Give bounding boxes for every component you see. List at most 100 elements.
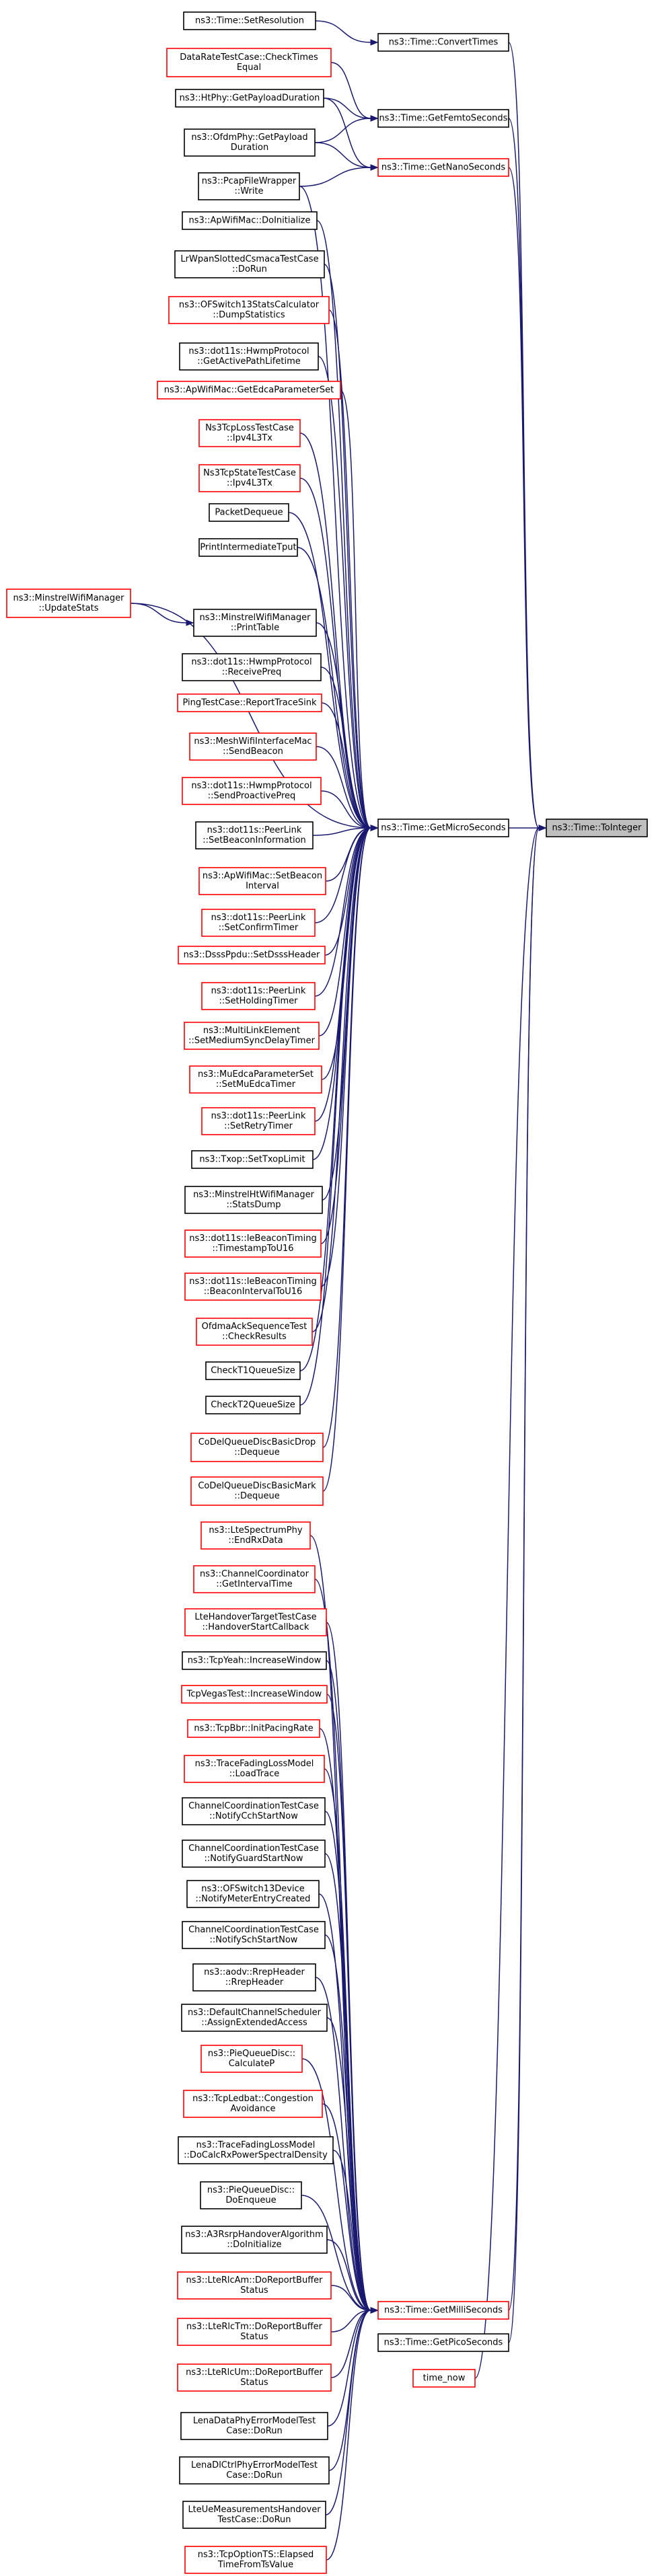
edge-line xyxy=(326,2310,371,2561)
edge-tcpoptiontselapsed-to-getmilliseconds xyxy=(326,2307,379,2561)
node-a3rsrpdoinit[interactable]: ns3::A3RsrpHandoverAlgorithm::DoInitiali… xyxy=(181,2226,328,2254)
node-peerlinksetconfirmtimer[interactable]: ns3::dot11s::PeerLink::SetConfirmTimer xyxy=(201,909,316,937)
node-label: ns3::LteRlcUm::DoReportBuffer xyxy=(186,2367,323,2378)
edge-dataratecheck-to-getfemtoseconds xyxy=(330,62,379,122)
node-label: CoDelQueueDiscBasicMark xyxy=(198,1481,316,1491)
node-codelbasicdrop[interactable]: CoDelQueueDiscBasicDrop::Dequeue xyxy=(190,1433,324,1462)
node-hwmpactivepath[interactable]: ns3::dot11s::HwmpProtocol::GetActivePath… xyxy=(179,342,319,371)
node-peerlinksetholdingtimer[interactable]: ns3::dot11s::PeerLink::SetHoldingTimer xyxy=(201,982,316,1010)
node-getfemtoseconds[interactable]: ns3::Time::GetFemtoSeconds xyxy=(377,109,509,128)
node-time-now[interactable]: time_now xyxy=(412,2369,476,2388)
node-converttimes[interactable]: ns3::Time::ConvertTimes xyxy=(377,33,509,52)
node-apwifiedca[interactable]: ns3::ApWifiMac::GetEdcaParameterSet xyxy=(157,381,341,400)
node-label: ns3::Txop::SetTxopLimit xyxy=(199,1155,305,1165)
node-ns3tcpstate[interactable]: Ns3TcpStateTestCase::Ipv4L3Tx xyxy=(198,464,301,492)
node-htphypayload[interactable]: ns3::HtPhy::GetPayloadDuration xyxy=(175,89,324,108)
node-packetdequeue[interactable]: PacketDequeue xyxy=(209,503,289,522)
node-tracefadingloadtrace[interactable]: ns3::TraceFadingLossModel::LoadTrace xyxy=(184,1755,325,1783)
node-minstrelupdatestats[interactable]: ns3::MinstrelWifiManager::UpdateStats xyxy=(6,589,131,618)
node-txopsettxoplimit[interactable]: ns3::Txop::SetTxopLimit xyxy=(191,1150,314,1169)
node-label: Status xyxy=(240,2332,268,2342)
node-muedcasettimer[interactable]: ns3::MuEdcaParameterSet::SetMuEdcaTimer xyxy=(189,1065,322,1094)
node-checkt2queuesize[interactable]: CheckT2QueueSize xyxy=(205,1396,301,1414)
node-peerlinksetbeaconinfo[interactable]: ns3::dot11s::PeerLink::SetBeaconInformat… xyxy=(195,821,314,849)
node-box xyxy=(198,172,300,200)
node-minstrelprinttable[interactable]: ns3::MinstrelWifiManager::PrintTable xyxy=(193,609,317,637)
node-iebeacontimestamp[interactable]: ns3::dot11s::IeBeaconTiming::TimestampTo… xyxy=(184,1229,322,1258)
node-box xyxy=(377,819,509,837)
node-minstrelhtstatsdump[interactable]: ns3::MinstrelHtWifiManager::StatsDump xyxy=(184,1186,323,1214)
node-box xyxy=(181,2226,328,2254)
node-tointeger[interactable]: ns3::Time::ToInteger xyxy=(546,819,648,837)
node-peerlinksetretrytimer[interactable]: ns3::dot11s::PeerLink::SetRetryTimer xyxy=(201,1107,316,1135)
node-ofdmaackcheck[interactable]: OfdmaAckSequenceTest::CheckResults xyxy=(196,1318,313,1346)
node-ltehandovertarget[interactable]: LteHandoverTargetTestCase::HandoverStart… xyxy=(184,1608,327,1636)
node-label: ns3::ChannelCoordinator xyxy=(200,1569,309,1579)
node-box xyxy=(184,1608,327,1636)
node-box xyxy=(182,2501,326,2529)
node-pingreporttracesink[interactable]: PingTestCase::ReportTraceSink xyxy=(177,693,322,712)
node-hwmpsendproactivepreq[interactable]: ns3::dot11s::HwmpProtocol::SendProactive… xyxy=(182,777,322,805)
node-hwmpreceivepreq[interactable]: ns3::dot11s::HwmpProtocol::ReceivePreq xyxy=(182,653,322,681)
node-chancoordsch[interactable]: ChannelCoordinationTestCase::NotifySchSt… xyxy=(182,1921,326,1949)
node-chancoordguard[interactable]: ChannelCoordinationTestCase::NotifyGuard… xyxy=(182,1840,326,1868)
node-codelbasicmark[interactable]: CoDelQueueDiscBasicMark::Dequeue xyxy=(190,1476,324,1506)
node-box xyxy=(187,1719,320,1738)
node-getpicoseconds[interactable]: ns3::Time::GetPicoSeconds xyxy=(377,2333,509,2352)
node-channelcoordgetinterval[interactable]: ns3::ChannelCoordinator::GetIntervalTime xyxy=(193,1565,316,1593)
node-tcpyeahincrease[interactable]: ns3::TcpYeah::IncreaseWindow xyxy=(182,1651,327,1670)
node-getmicroseconds[interactable]: ns3::Time::GetMicroSeconds xyxy=(377,819,509,837)
node-chancoordcch[interactable]: ChannelCoordinationTestCase::NotifyCchSt… xyxy=(182,1797,326,1825)
node-checkt1queuesize[interactable]: CheckT1QueueSize xyxy=(205,1361,301,1380)
node-label: ::SetHoldingTimer xyxy=(219,996,299,1006)
node-label: Duration xyxy=(231,143,268,153)
node-ns3tcploss[interactable]: Ns3TcpLossTestCase::Ipv4L3Tx xyxy=(198,419,301,447)
node-printintermediatetput[interactable]: PrintIntermediateTput xyxy=(198,538,298,557)
edge-pingreporttracesink-to-getmicroseconds xyxy=(321,702,379,831)
edge-time-now-to-tointeger xyxy=(474,825,547,2379)
node-getmilliseconds[interactable]: ns3::Time::GetMilliSeconds xyxy=(377,2301,509,2320)
node-apwifidoinit[interactable]: ns3::ApWifiMac::DoInitialize xyxy=(182,211,318,230)
node-ltespectrumendrx[interactable]: ns3::LteSpectrumPhy::EndRxData xyxy=(200,1521,311,1550)
node-label: ::AssignExtendedAccess xyxy=(201,2018,307,2028)
node-defaultchannelscheduler[interactable]: ns3::DefaultChannelScheduler::AssignExte… xyxy=(181,2004,328,2032)
node-box xyxy=(200,1521,311,1550)
node-label: ns3::aodv::RrepHeader xyxy=(204,1967,305,1977)
node-label: ns3::MinstrelWifiManager xyxy=(13,593,124,603)
node-box xyxy=(184,1755,325,1783)
node-label: ::SetBeaconInformation xyxy=(203,835,306,845)
edge-line xyxy=(327,2310,371,2427)
node-tcpbbrinitpacing[interactable]: ns3::TcpBbr::InitPacingRate xyxy=(187,1719,320,1738)
node-getnanoseconds[interactable]: ns3::Time::GetNanoSeconds xyxy=(377,158,509,177)
node-pcapwrite[interactable]: ns3::PcapFileWrapper::Write xyxy=(198,172,300,200)
node-label: time_now xyxy=(423,2374,466,2384)
node-piedoenqueue[interactable]: ns3::PieQueueDisc::DoEnqueue xyxy=(200,2181,302,2209)
node-meshsendbeacon[interactable]: ns3::MeshWifiInterfaceMac::SendBeacon xyxy=(189,732,317,761)
node-tracefadingdocalc[interactable]: ns3::TraceFadingLossModel::DoCalcRxPower… xyxy=(178,2136,334,2164)
node-tcpvegasincrease[interactable]: TcpVegasTest::IncreaseWindow xyxy=(181,1685,328,1704)
edge-line xyxy=(474,827,540,2379)
node-multilinksetmediumsync[interactable]: ns3::MultiLinkElement::SetMediumSyncDela… xyxy=(184,1022,320,1050)
node-ofswitch13stats[interactable]: ns3::OFSwitch13StatsCalculator::DumpStat… xyxy=(168,296,330,324)
node-iebeaconinterval[interactable]: ns3::dot11s::IeBeaconTiming::BeaconInter… xyxy=(184,1273,322,1301)
node-ofdmphypayload[interactable]: ns3::OfdmPhy::GetPayloadDuration xyxy=(184,128,316,157)
node-aodvrrepheader[interactable]: ns3::aodv::RrepHeader::RrepHeader xyxy=(192,1963,316,1992)
node-piecalculatep[interactable]: ns3::PieQueueDisc::CalculateP xyxy=(200,2045,303,2073)
node-dsssppdusetheader[interactable]: ns3::DsssPpdu::SetDsssHeader xyxy=(178,946,326,964)
node-setresolution[interactable]: ns3::Time::SetResolution xyxy=(183,11,316,30)
node-lrwpancsma[interactable]: LrWpanSlottedCsmacaTestCase::DoRun xyxy=(174,250,325,278)
edge-line xyxy=(320,790,371,829)
node-ofswitch13meter[interactable]: ns3::OFSwitch13Device::NotifyMeterEntryC… xyxy=(186,1880,320,1908)
edge-line xyxy=(326,1694,371,2311)
